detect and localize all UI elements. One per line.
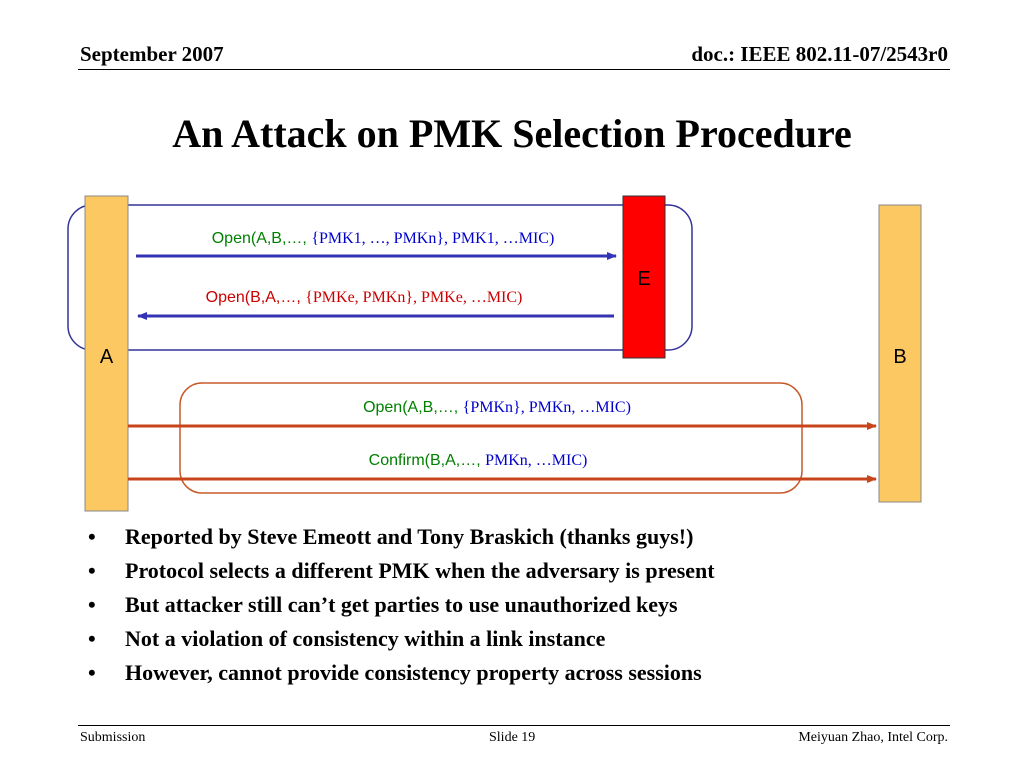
footer-slide-number: Slide 19	[489, 730, 536, 745]
bullet-item: Protocol selects a different PMK when th…	[88, 554, 715, 588]
attack-session-box	[67, 204, 693, 351]
header-divider	[78, 69, 950, 70]
slide-title: An Attack on PMK Selection Procedure	[172, 111, 852, 156]
entity-a-bar	[84, 195, 129, 512]
entity-e-bar	[622, 195, 666, 359]
legit-session-box	[179, 382, 803, 494]
bullet-item: Not a violation of consistency within a …	[88, 622, 715, 656]
entity-e-label: E	[637, 268, 650, 290]
footer-divider	[78, 725, 950, 726]
entity-b-bar	[878, 204, 922, 503]
bullet-item: But attacker still can’t get parties to …	[88, 588, 715, 622]
header-date: September 2007	[80, 42, 224, 66]
message-1-label: Open(A,B,…, {PMK1, …, PMKn}, PMK1, …MIC)	[212, 230, 555, 247]
message-4-label: Confirm(B,A,…, PMKn, …MIC)	[369, 452, 588, 469]
bullet-item: However, cannot provide consistency prop…	[88, 656, 715, 690]
footer-author: Meiyuan Zhao, Intel Corp.	[798, 730, 948, 745]
footer-submission: Submission	[80, 730, 146, 745]
bullet-list: Reported by Steve Emeott and Tony Braski…	[88, 520, 715, 690]
bullet-item: Reported by Steve Emeott and Tony Braski…	[88, 520, 715, 554]
entity-b-label: B	[893, 346, 906, 368]
message-2-label: Open(B,A,…, {PMKe, PMKn}, PMKe, …MIC)	[206, 289, 523, 306]
message-3-label: Open(A,B,…, {PMKn}, PMKn, …MIC)	[363, 399, 631, 416]
entity-a-label: A	[100, 346, 114, 368]
header-doc-id: doc.: IEEE 802.11-07/2543r0	[691, 42, 948, 66]
